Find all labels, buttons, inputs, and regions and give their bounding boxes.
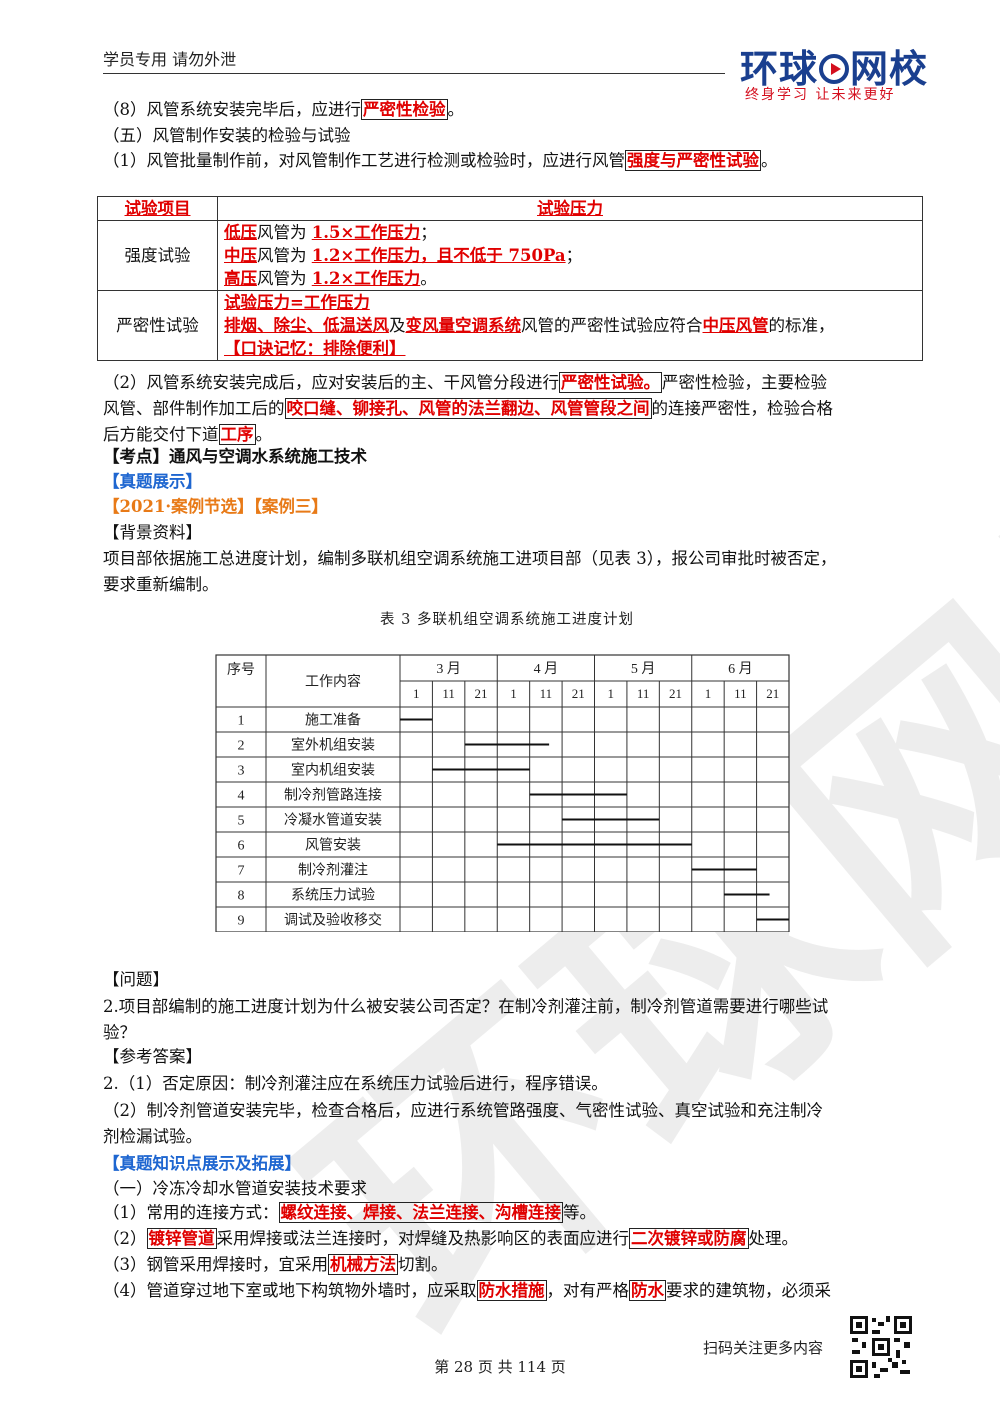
gantt-row-number: 7 — [238, 864, 245, 879]
gantt-header-work: 工作内容 — [305, 673, 361, 690]
gantt-row-number: 4 — [238, 789, 245, 804]
brand-slogan: 终身学习 让未来更好 — [745, 87, 896, 103]
p2-line-1: （2）风管系统安装完成后，应对安装后的主、干风管分段进行严密性试验。严密性检验，… — [103, 372, 827, 393]
gantt-row-number: 6 — [238, 839, 245, 854]
page-number: 第 28 页 共 114 页 — [434, 1358, 566, 1376]
highlight-box: 严密性检验 — [361, 99, 448, 120]
row-label: 强度试验 — [97, 220, 218, 291]
gantt-day-label: 1 — [607, 686, 614, 701]
header-notice: 学员专用 请勿外泄 — [103, 50, 237, 69]
background-label: 【背景资料】 — [103, 523, 202, 542]
table-cell: 试验压力=工作压力 排烟、除尘、低温送风及变风量空调系统风管的严密性试验应符合中… — [217, 290, 923, 361]
section-heading: （五）风管制作安装的检验与试验 — [103, 126, 351, 145]
connection-line: （1）常用的连接方式：螺纹连接、焊接、法兰连接、沟槽连接等。 — [103, 1202, 596, 1223]
gantt-header-seq: 序号 — [227, 662, 255, 678]
highlight-box: 镀锌管道 — [146, 1228, 217, 1249]
answer-line-3: 剂检漏试验。 — [103, 1127, 202, 1146]
table-row: 强度试验 低压风管为 1.5×工作压力； 中压风管为 1.2×工作压力，且不低于… — [97, 220, 923, 291]
gantt-day-label: 11 — [637, 686, 650, 701]
gantt-day-label: 11 — [540, 686, 553, 701]
gantt-task-label: 风管安装 — [305, 838, 361, 854]
header-rule — [103, 73, 725, 74]
gantt-row-number: 2 — [238, 739, 245, 754]
gantt-day-label: 21 — [766, 686, 779, 701]
gantt-day-label: 1 — [413, 686, 420, 701]
gantt-task-label: 调试及验收移交 — [284, 912, 382, 929]
gantt-month-label: 6 月 — [728, 661, 753, 677]
play-icon — [819, 54, 850, 84]
table-header-cell: 试验项目 — [97, 196, 218, 221]
extension-subheading: （一）冷冻冷却水管道安装技术要求 — [103, 1179, 367, 1198]
question-line-1: 2.项目部编制的施工进度计划为什么被安装公司否定？在制冷剂灌注前，制冷剂管道需要… — [103, 997, 829, 1016]
gantt-row-number: 8 — [238, 889, 245, 904]
gantt-task-label: 施工准备 — [305, 712, 361, 729]
highlight-box: 螺纹连接、焊接、法兰连接、沟槽连接 — [278, 1202, 563, 1223]
gantt-month-label: 4 月 — [534, 661, 559, 677]
p2-line-3: 后方能交付下道工序。 — [103, 424, 272, 445]
row-label: 严密性试验 — [97, 290, 218, 361]
gantt-caption: 表 3 多联机组空调系统施工进度计划 — [380, 612, 634, 628]
scan-prompt: 扫码关注更多内容 — [703, 1339, 824, 1357]
gantt-frame — [215, 654, 790, 932]
brand-part-b: 网校 — [850, 47, 929, 91]
extension-heading: 【真题知识点展示及拓展】 — [103, 1154, 301, 1173]
gantt-task-label: 制冷剂管路连接 — [284, 787, 382, 804]
highlight-box: 二次镀锌或防腐 — [629, 1228, 749, 1249]
test-pressure-table: 试验项目 试验压力 强度试验 低压风管为 1.5×工作压力； 中压风管为 1.2… — [97, 196, 923, 361]
galvanized-line: （2）镀锌管道采用焊接或法兰连接时，对焊缝及热影响区的表面应进行二次镀锌或防腐处… — [103, 1228, 798, 1249]
gantt-row-number: 1 — [238, 714, 245, 729]
text-line-8: （8）风管系统安装完毕后，应进行严密性检验。 — [103, 99, 464, 120]
gantt-day-label: 21 — [669, 686, 682, 701]
gantt-day-label: 21 — [475, 686, 488, 701]
gantt-day-label: 11 — [734, 686, 747, 701]
background-line-2: 要求重新编制。 — [103, 575, 219, 594]
question-label: 【问题】 — [103, 970, 169, 989]
highlight-box: 防水措施 — [476, 1280, 547, 1301]
table-header-cell: 试验压力 — [217, 196, 923, 221]
zhenti-heading: 【真题展示】 — [103, 472, 202, 491]
gantt-day-label: 1 — [510, 686, 517, 701]
qr-code-icon[interactable] — [848, 1314, 914, 1380]
gantt-day-label: 11 — [442, 686, 455, 701]
table-header-row: 试验项目 试验压力 — [97, 196, 923, 221]
kaodian-heading: 【考点】通风与空调水系统施工技术 — [103, 447, 367, 466]
highlight-box: 防水 — [629, 1280, 666, 1301]
question-line-2: 验？ — [103, 1023, 136, 1042]
table-row: 严密性试验 试验压力=工作压力 排烟、除尘、低温送风及变风量空调系统风管的严密性… — [97, 290, 923, 361]
text-line-1: （1）风管批量制作前，对风管制作工艺进行检测或检验时，应进行风管强度与严密性试验… — [103, 150, 778, 171]
gantt-task-label: 室内机组安装 — [291, 762, 375, 779]
waterproof-line: （4）管道穿过地下室或地下构筑物外墙时，应采取防水措施，对有严格防水要求的建筑物… — [103, 1280, 831, 1301]
gantt-month-label: 5 月 — [631, 661, 656, 677]
p2-line-2: 风管、部件制作加工后的咬口缝、铆接孔、风管的法兰翻边、风管管段之间的连接严密性，… — [103, 398, 833, 419]
gantt-day-label: 1 — [705, 686, 712, 701]
gantt-task-label: 制冷剂灌注 — [298, 863, 368, 879]
answer-line-2: （2）制冷剂管道安装完毕，检查合格后，应进行系统管路强度、气密性试验、真空试验和… — [103, 1101, 823, 1120]
highlight-box: 强度与严密性试验 — [625, 150, 761, 171]
gantt-month-label: 3 月 — [436, 661, 461, 677]
brand-logo: 环球网校 — [740, 38, 928, 93]
gantt-row-number: 9 — [238, 914, 245, 929]
gantt-day-label: 21 — [572, 686, 585, 701]
gantt-row-number: 3 — [238, 764, 245, 779]
gantt-task-label: 室外机组安装 — [291, 737, 375, 754]
answer-line-1: 2.（1）否定原因：制冷剂灌注应在系统压力试验后进行，程序错误。 — [103, 1074, 608, 1093]
background-line-1: 项目部依据施工总进度计划，编制多联机组空调系统施工进项目部（见表 3），报公司审… — [103, 549, 837, 568]
gantt-task-label: 系统压力试验 — [291, 888, 375, 904]
gantt-task-label: 冷凝水管道安装 — [284, 813, 382, 829]
highlight-box: 咬口缝、铆接孔、风管的法兰翻边、风管管段之间 — [284, 398, 652, 419]
highlight-box: 机械方法 — [328, 1254, 398, 1275]
brand-part-a: 环球 — [740, 47, 819, 91]
case-heading: 【2021·案例节选】【案例三】 — [103, 497, 328, 516]
highlight-box: 严密性试验。 — [559, 372, 662, 393]
highlight-box: 工序 — [218, 424, 256, 445]
gantt-row-number: 5 — [238, 814, 245, 829]
steel-cut-line: （3）钢管采用焊接时，宜采用机械方法切割。 — [103, 1254, 448, 1275]
table-cell: 低压风管为 1.5×工作压力； 中压风管为 1.2×工作压力，且不低于 750P… — [217, 220, 923, 291]
answer-label: 【参考答案】 — [103, 1047, 202, 1066]
